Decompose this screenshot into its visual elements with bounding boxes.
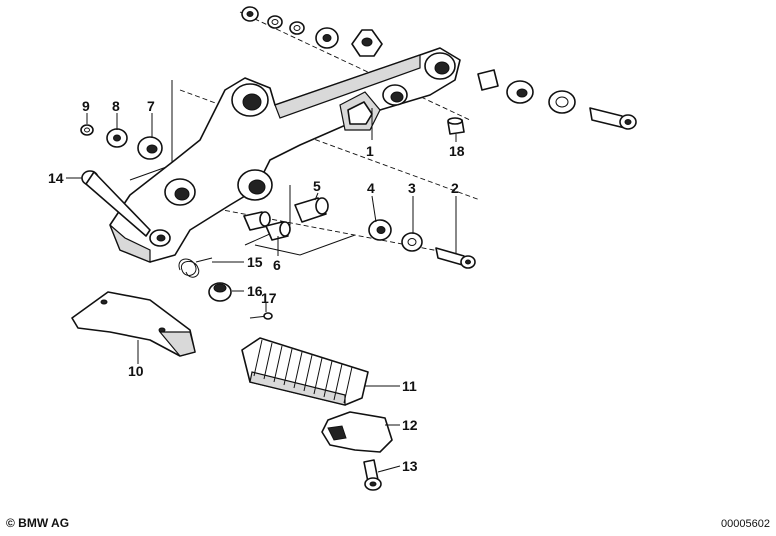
left-mount-hardware[interactable] bbox=[80, 124, 163, 160]
callout-15: 15 bbox=[247, 254, 263, 270]
screw-part-13[interactable] bbox=[363, 459, 382, 491]
callout-7: 7 bbox=[147, 98, 155, 114]
callout-2: 2 bbox=[451, 180, 459, 196]
ball-joint-part-16[interactable] bbox=[208, 282, 232, 302]
callout-1: 1 bbox=[366, 143, 374, 159]
document-number: 00005602 bbox=[721, 518, 770, 530]
main-bracket[interactable] bbox=[109, 47, 461, 263]
top-mount-hardware[interactable] bbox=[241, 6, 383, 57]
mounting-plate-part-10[interactable] bbox=[71, 291, 196, 357]
callout-4: 4 bbox=[367, 180, 375, 196]
callout-18: 18 bbox=[449, 143, 465, 159]
spring-part-15[interactable] bbox=[178, 257, 213, 278]
callout-labels: 1 2 3 4 5 6 7 8 9 10 11 12 13 14 15 16 1… bbox=[48, 98, 465, 474]
callout-13: 13 bbox=[402, 458, 418, 474]
lower-mount-hardware[interactable] bbox=[243, 197, 476, 269]
callout-11: 11 bbox=[402, 378, 417, 394]
callout-3: 3 bbox=[408, 180, 416, 196]
right-mount-hardware[interactable] bbox=[477, 69, 637, 130]
callout-17: 17 bbox=[261, 290, 277, 306]
callout-12: 12 bbox=[402, 417, 418, 433]
callout-16: 16 bbox=[247, 283, 263, 299]
footrest-core-part-12[interactable] bbox=[321, 411, 393, 453]
callout-14: 14 bbox=[48, 170, 64, 186]
cotter-pin-part-17[interactable] bbox=[249, 312, 273, 320]
copyright-notice: © BMW AG bbox=[6, 516, 70, 530]
callout-8: 8 bbox=[112, 98, 120, 114]
footrest-rubber-part-11[interactable] bbox=[241, 337, 369, 406]
callout-6: 6 bbox=[273, 257, 281, 273]
plug-part-18[interactable] bbox=[447, 117, 465, 135]
leader-lines bbox=[66, 108, 457, 473]
callout-9: 9 bbox=[82, 98, 90, 114]
callout-10: 10 bbox=[128, 363, 144, 379]
callout-5: 5 bbox=[313, 178, 321, 194]
